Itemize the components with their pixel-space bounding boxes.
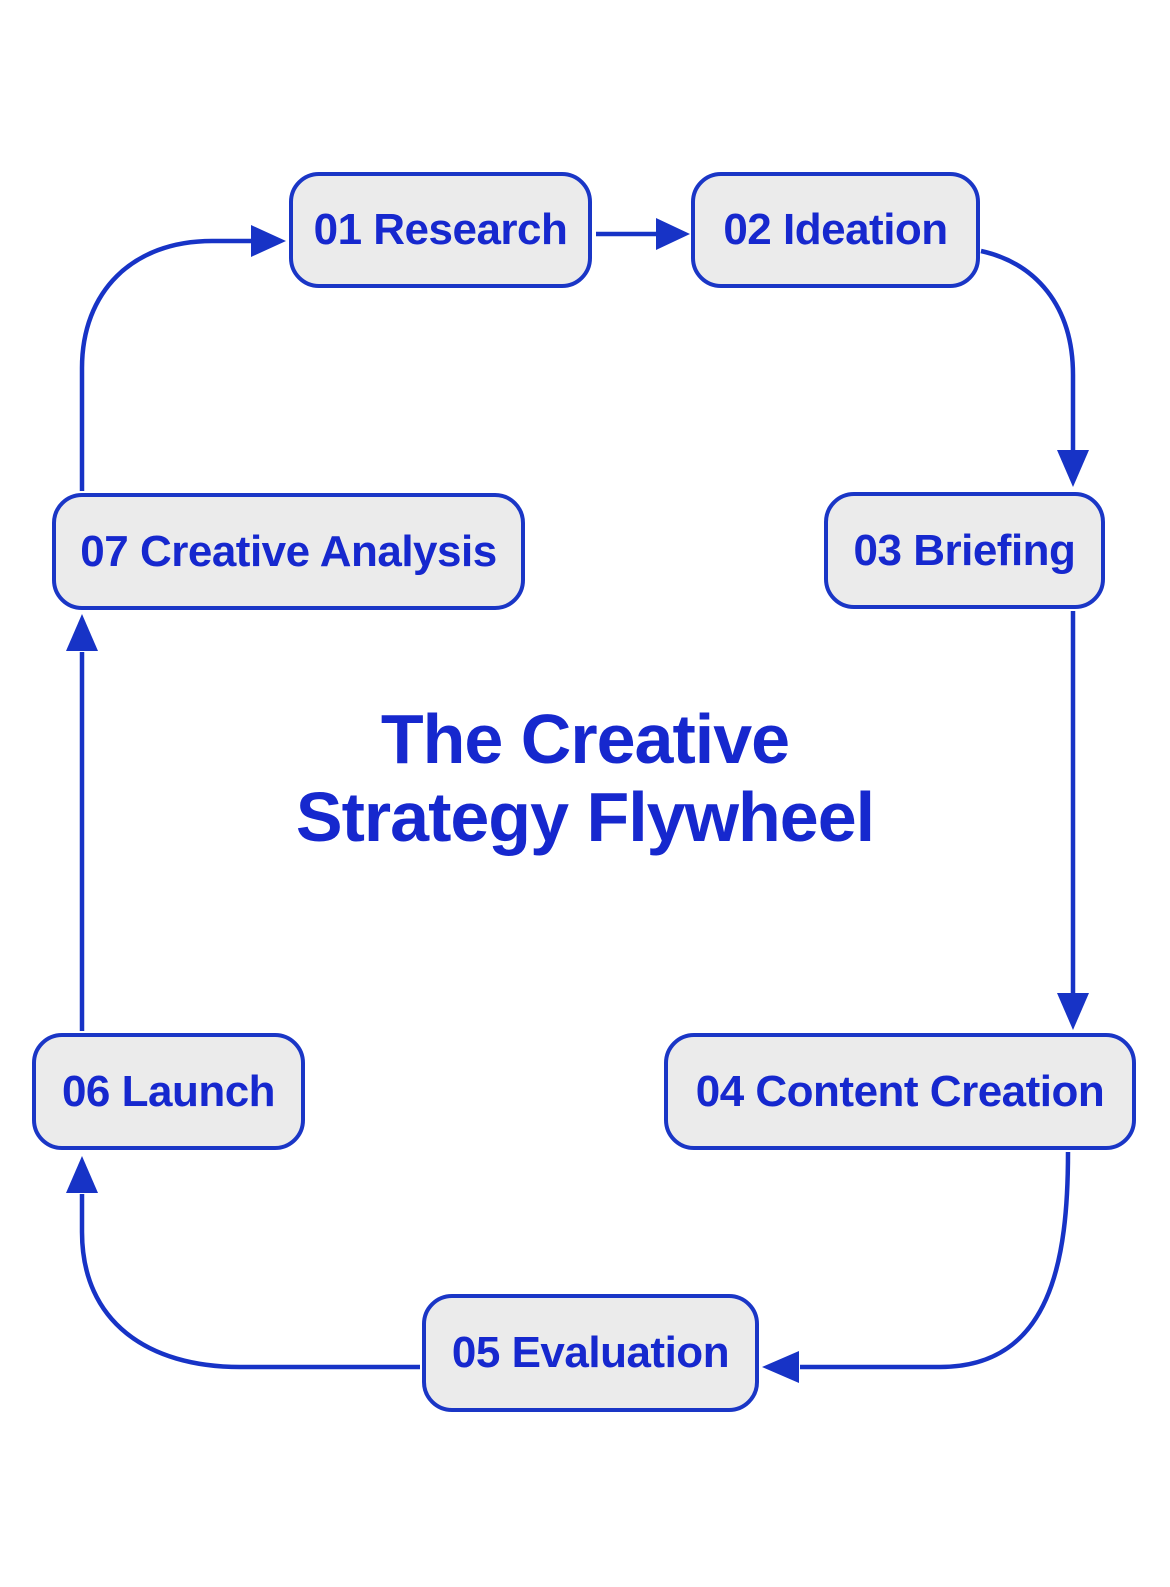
node-06-launch: 06 Launch bbox=[32, 1033, 305, 1150]
arrow-briefing-to-content-creation bbox=[1057, 611, 1089, 1030]
arrow-ideation-to-briefing bbox=[980, 248, 1089, 487]
node-05-evaluation: 05 Evaluation bbox=[422, 1294, 759, 1412]
arrow-creative-analysis-to-research bbox=[79, 225, 286, 491]
arrow-research-to-ideation bbox=[596, 218, 690, 250]
node-05-evaluation-label: 05 Evaluation bbox=[451, 1328, 730, 1377]
arrow-content-creation-to-evaluation bbox=[762, 1151, 1071, 1383]
node-02-ideation-label: 02 Ideation bbox=[723, 205, 948, 254]
diagram-title: The Creative Strategy Flywheel bbox=[0, 700, 1170, 856]
node-01-research-label: 01 Research bbox=[313, 205, 568, 254]
node-06-launch-label: 06 Launch bbox=[61, 1066, 276, 1116]
node-07-creative-analysis: 07 Creative Analysis bbox=[52, 493, 525, 610]
node-03-briefing-label: 03 Briefing bbox=[853, 525, 1076, 575]
arrow-launch-to-creative-analysis bbox=[66, 614, 98, 1031]
node-07-creative-analysis-label: 07 Creative Analysis bbox=[80, 526, 497, 576]
node-04-content-creation-label: 04 Content Creation bbox=[695, 1066, 1105, 1116]
diagram-title-line2: Strategy Flywheel bbox=[295, 778, 875, 856]
node-02-ideation: 02 Ideation bbox=[691, 172, 980, 288]
node-03-briefing: 03 Briefing bbox=[824, 492, 1105, 609]
arrow-evaluation-to-launch bbox=[66, 1156, 420, 1370]
diagram-title-line1: The Creative bbox=[380, 700, 790, 778]
node-04-content-creation: 04 Content Creation bbox=[664, 1033, 1136, 1150]
node-01-research: 01 Research bbox=[289, 172, 592, 288]
